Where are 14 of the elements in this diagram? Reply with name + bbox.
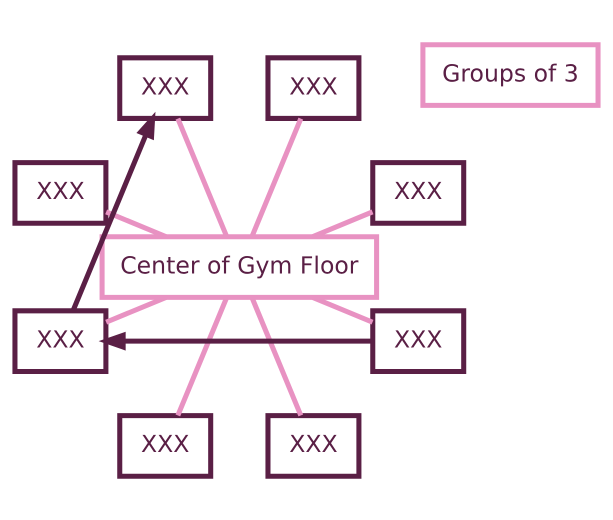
arrow	[98, 331, 372, 350]
node-box: Groups of 3	[420, 42, 601, 108]
node-box: XXX	[117, 412, 214, 478]
node-box: Center of Gym Floor	[100, 234, 380, 300]
node-box: XXX	[370, 160, 466, 226]
connector	[176, 117, 230, 238]
node-box: XXX	[370, 308, 466, 374]
node-box: XXX	[12, 160, 108, 226]
connector	[250, 117, 304, 238]
node-box: XXX	[265, 412, 362, 478]
node-box: XXX	[265, 54, 362, 120]
node-box: XXX	[117, 54, 214, 120]
node-box: XXX	[12, 308, 108, 374]
arrow	[70, 111, 156, 312]
